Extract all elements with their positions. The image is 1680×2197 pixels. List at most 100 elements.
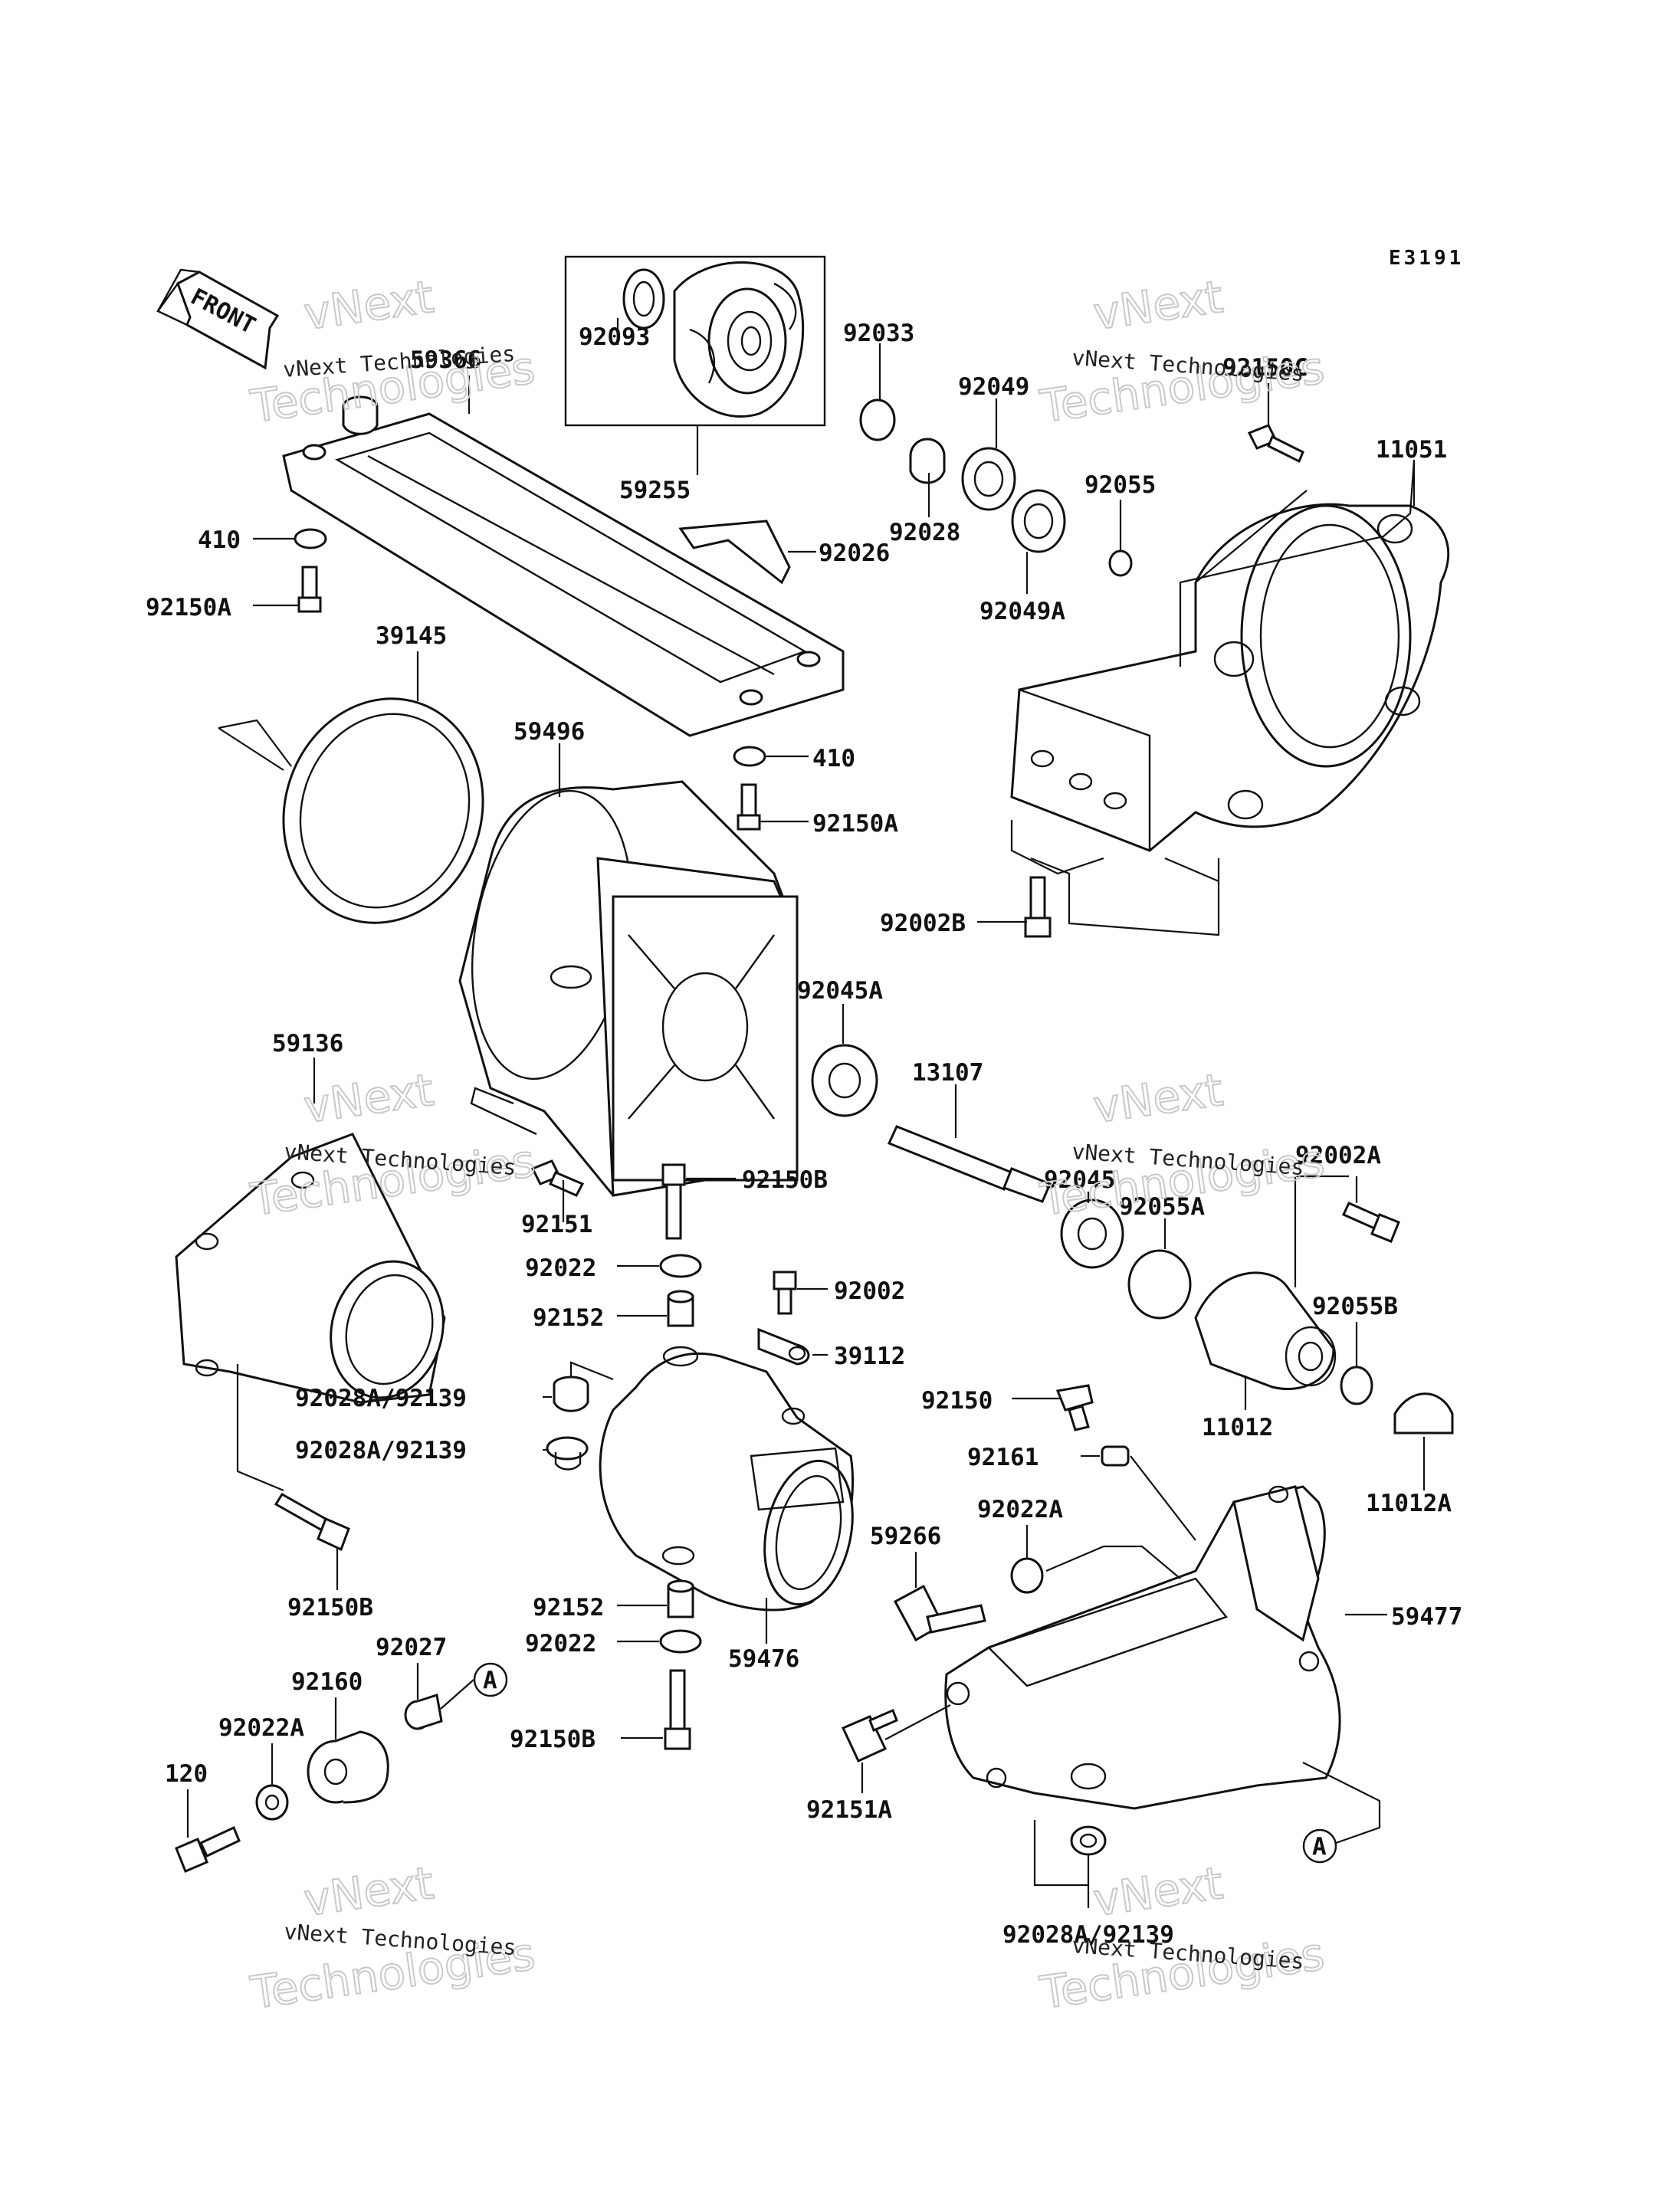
label-92049: 92049	[958, 373, 1029, 401]
svg-text:vNext: vNext	[300, 1857, 436, 1926]
label-11051: 11051	[1376, 436, 1447, 464]
label-59266: 59266	[870, 1523, 941, 1550]
ring-39145	[282, 697, 484, 924]
bolt-92151	[530, 1159, 585, 1197]
label-39112: 39112	[834, 1343, 905, 1370]
bushing-92028A-92139a	[553, 1376, 589, 1412]
label-59496: 59496	[514, 718, 585, 746]
callout-a-left: A	[473, 1662, 508, 1697]
impeller-box	[564, 255, 826, 427]
bolt-92151A	[841, 1709, 898, 1763]
svg-text:A: A	[1312, 1833, 1327, 1861]
bolt-92002A	[1341, 1202, 1400, 1243]
label-92022b: 92022	[525, 1630, 596, 1658]
label-92150Ba: 92150B	[742, 1166, 828, 1194]
label-92002A: 92002A	[1295, 1142, 1381, 1169]
label-11012A: 11012A	[1366, 1490, 1452, 1517]
label-92161: 92161	[967, 1444, 1039, 1471]
bushing-92028A-92139c	[1070, 1825, 1107, 1856]
seal-92049A	[1011, 489, 1066, 553]
label-92022a: 92022	[525, 1254, 596, 1282]
watermark-4: vNext Technologies	[1036, 1063, 1328, 1227]
collar-92152a	[667, 1290, 694, 1327]
o-ring-92055	[1108, 549, 1133, 577]
bolt-92150Bb	[664, 1669, 691, 1750]
label-92093: 92093	[579, 323, 650, 351]
bolt-92002	[773, 1271, 797, 1315]
leader-lines	[186, 318, 1426, 1908]
bolt-92150C	[1247, 424, 1304, 464]
watermarks: vNext Technologies vNext Technologies vN…	[247, 270, 1328, 2020]
o-ring-92055B	[1340, 1366, 1373, 1405]
label-13107: 13107	[912, 1059, 983, 1087]
seal-92049	[961, 447, 1016, 511]
label-92160: 92160	[291, 1668, 363, 1696]
label-39145: 39145	[376, 622, 447, 650]
plate-92026	[678, 520, 791, 585]
bolt-92150Bc	[274, 1492, 350, 1552]
watermark-2: vNext Technologies	[1036, 270, 1328, 434]
bolt-92150Ab	[737, 783, 761, 831]
part-labels: 59366 59255 92093 92033 92049 92028 9204…	[146, 320, 1462, 1949]
nozzle-59136	[175, 1133, 446, 1404]
label-120: 120	[165, 1760, 208, 1788]
cap-11012A	[1393, 1392, 1454, 1435]
bushing-92028A-92139b	[546, 1436, 589, 1471]
washer-410b	[733, 746, 766, 767]
label-92028: 92028	[889, 519, 960, 546]
label-92150: 92150	[921, 1387, 993, 1415]
bolt-92150Ba	[661, 1163, 686, 1240]
label-92055: 92055	[1084, 471, 1156, 499]
label-92022Ab: 92022A	[218, 1714, 304, 1742]
svg-text:vNext: vNext	[1090, 1857, 1226, 1926]
collar-92028	[909, 438, 946, 484]
svg-text:vNext: vNext	[1090, 271, 1226, 340]
label-92151A: 92151A	[806, 1796, 892, 1824]
label-92028A-92139b: 92028A/92139	[295, 1437, 467, 1464]
label-410b: 410	[812, 745, 855, 772]
label-92152b: 92152	[533, 1594, 604, 1622]
label-92027: 92027	[376, 1634, 447, 1661]
bolt-92150	[1055, 1384, 1094, 1431]
label-59136: 59136	[272, 1030, 343, 1058]
reverse-bucket-59477	[944, 1485, 1341, 1810]
svg-text:vNext: vNext	[1090, 1064, 1226, 1133]
o-ring-92055A	[1127, 1249, 1192, 1320]
label-59366: 59366	[410, 346, 481, 374]
bolt-92002B	[1024, 876, 1052, 938]
svg-text:vNext: vNext	[300, 1064, 436, 1133]
collar-92027	[404, 1694, 443, 1730]
snap-ring-92033	[859, 398, 896, 441]
bearing-92045A	[811, 1044, 878, 1117]
steering-nozzle-59476	[599, 1346, 854, 1612]
collar-92152b	[667, 1579, 694, 1618]
label-92150Bb: 92150B	[510, 1726, 596, 1753]
label-92028A-92139c: 92028A/92139	[1002, 1921, 1174, 1949]
label-92028A-92139a: 92028A/92139	[295, 1385, 467, 1412]
label-59476: 59476	[728, 1645, 799, 1673]
bearing-92045	[1060, 1199, 1124, 1269]
label-92150Ab: 92150A	[812, 810, 898, 838]
washer-92022a	[659, 1254, 702, 1278]
label-92049A: 92049A	[979, 598, 1065, 625]
bolt-92150Aa	[297, 566, 322, 613]
bolt-120	[175, 1825, 241, 1873]
lever-39112	[757, 1327, 810, 1366]
label-92022A: 92022A	[977, 1496, 1063, 1523]
label-92150Bc: 92150B	[287, 1594, 373, 1622]
fitting-59266	[893, 1584, 986, 1642]
label-92150C: 92150C	[1222, 354, 1308, 382]
label-59255: 59255	[619, 477, 691, 504]
washer-410a	[294, 528, 327, 549]
label-92045: 92045	[1044, 1166, 1115, 1194]
label-92152a: 92152	[533, 1304, 604, 1332]
front-arrow-icon: FRONT	[156, 268, 280, 370]
label-92151: 92151	[521, 1211, 592, 1238]
label-92150Aa: 92150A	[146, 594, 231, 621]
diagram-code: E3191	[1389, 247, 1464, 270]
label-410a: 410	[198, 526, 241, 554]
label-59477: 59477	[1391, 1603, 1462, 1631]
label-92045A: 92045A	[797, 977, 883, 1005]
svg-text:vNext: vNext	[300, 271, 436, 340]
